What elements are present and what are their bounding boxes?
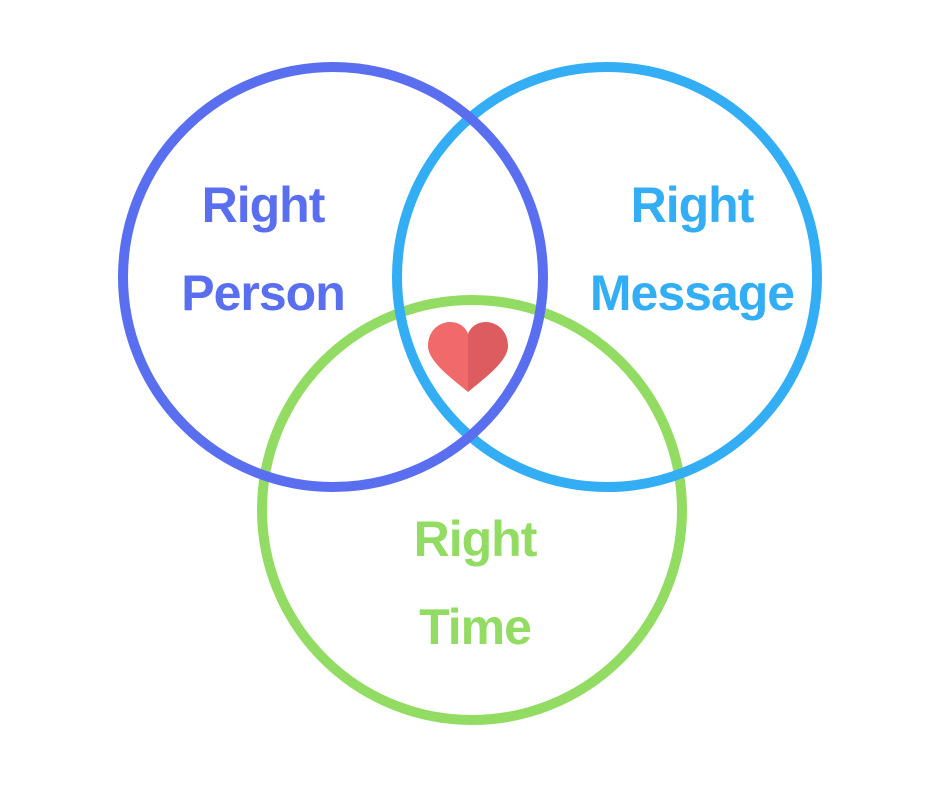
label-right-message-line1: Right [631,177,755,233]
heart-left-half [428,322,468,392]
label-right-person-line2: Person [181,265,345,321]
circle-right-message [392,62,822,492]
label-right-time-line2: Time [419,599,531,655]
label-right-time-line1: Right [414,511,538,567]
label-right-person-line1: Right [202,177,326,233]
heart-right-half [468,322,508,392]
label-right-message-line2: Message [590,265,794,321]
heart-icon [428,322,508,392]
circle-right-time [257,295,687,725]
circle-right-person [118,62,548,492]
